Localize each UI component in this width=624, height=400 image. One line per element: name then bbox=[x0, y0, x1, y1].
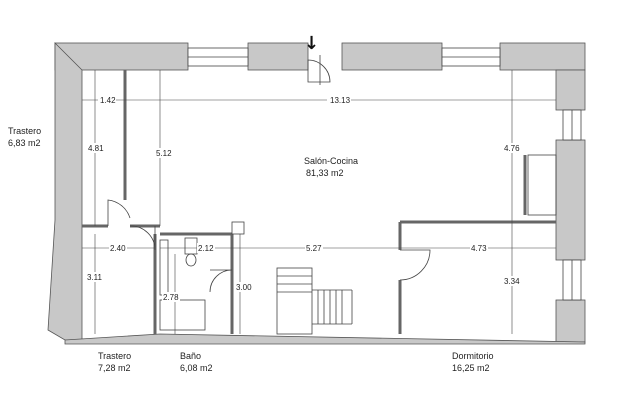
dimension-labels: 1.42 13.13 4.81 5.12 4.76 2.40 2.12 5.27… bbox=[86, 95, 521, 302]
doors bbox=[107, 55, 431, 293]
entrance-door bbox=[307, 59, 331, 83]
exterior-walls bbox=[47, 42, 586, 345]
dim-3-34: 3.34 bbox=[504, 277, 520, 286]
door-dormitorio bbox=[399, 249, 431, 281]
room-salon-cocina-name: Salón-Cocina bbox=[304, 156, 358, 166]
dim-4-81: 4.81 bbox=[88, 144, 104, 153]
dim-3-00: 3.00 bbox=[236, 283, 252, 292]
dim-13-13: 13.13 bbox=[330, 96, 351, 105]
room-bano-area: 6,08 m2 bbox=[180, 363, 213, 373]
dim-5-27: 5.27 bbox=[306, 244, 322, 253]
dim-3-11: 3.11 bbox=[87, 273, 103, 282]
room-labels: Trastero 6,83 m2 Salón-Cocina 81,33 m2 T… bbox=[8, 126, 494, 373]
kitchen-counter bbox=[527, 154, 557, 216]
dim-1-42: 1.42 bbox=[100, 96, 116, 105]
door-trastero-left bbox=[107, 199, 131, 226]
dim-2-78: 2.78 bbox=[163, 293, 179, 302]
room-dormitorio-name: Dormitorio bbox=[452, 351, 494, 361]
dim-5-12: 5.12 bbox=[156, 149, 172, 158]
dim-2-12: 2.12 bbox=[198, 244, 214, 253]
room-trastero-2-area: 7,28 m2 bbox=[98, 363, 131, 373]
room-trastero-1-area: 6,83 m2 bbox=[8, 138, 41, 148]
room-trastero-1-name: Trastero bbox=[8, 126, 41, 136]
room-dormitorio-area: 16,25 m2 bbox=[452, 363, 490, 373]
bathtub bbox=[159, 299, 206, 331]
toilet-icon bbox=[184, 237, 198, 255]
room-trastero-2-name: Trastero bbox=[98, 351, 131, 361]
windows bbox=[187, 47, 582, 301]
door-trastero-2 bbox=[129, 225, 156, 251]
staircase bbox=[276, 267, 353, 335]
door-bano bbox=[209, 269, 233, 293]
room-salon-cocina-area: 81,33 m2 bbox=[306, 168, 344, 178]
entrance-arrow-icon: ↓ bbox=[304, 33, 319, 54]
dim-4-76: 4.76 bbox=[504, 144, 520, 153]
dimension-lines bbox=[82, 70, 556, 334]
room-bano-name: Baño bbox=[180, 351, 201, 361]
toilet-bowl-icon bbox=[185, 253, 197, 267]
fixtures bbox=[159, 154, 557, 335]
dim-4-73: 4.73 bbox=[471, 244, 487, 253]
interior-walls bbox=[82, 70, 556, 334]
shaft bbox=[231, 221, 245, 235]
dim-2-40: 2.40 bbox=[110, 244, 126, 253]
